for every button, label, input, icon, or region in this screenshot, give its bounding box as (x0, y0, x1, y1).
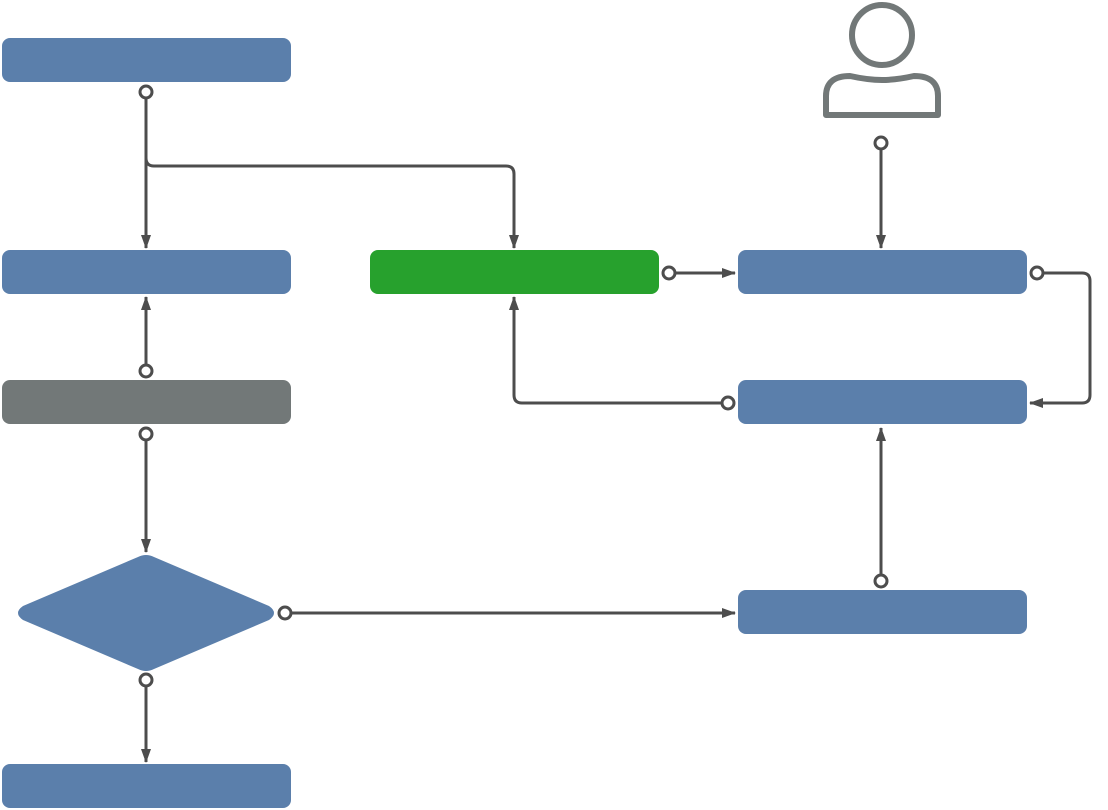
node-n1 (2, 38, 291, 82)
node-n7 (738, 250, 1027, 294)
port-n1-bottom (138, 84, 154, 100)
node-n5 (2, 764, 291, 808)
port-n4-bottom (138, 672, 154, 688)
port-n3-bottom (138, 426, 154, 442)
node-n4 (18, 555, 274, 671)
user-icon (823, 2, 941, 118)
node-n3 (2, 380, 291, 424)
edge-n1-to-n6 (144, 92, 519, 249)
port-n4-right (277, 605, 293, 621)
node-n6 (370, 250, 659, 294)
node-n9 (738, 590, 1027, 634)
node-n2 (2, 250, 291, 294)
port-n8-left (720, 395, 736, 411)
port-n6-right (661, 265, 677, 281)
port-n3-top (138, 363, 154, 379)
edge-n7-to-n8 (1029, 271, 1092, 408)
port-n7-right (1029, 265, 1045, 281)
port-n9-top (873, 573, 889, 589)
node-n8 (738, 380, 1027, 424)
port-user-bottom (873, 135, 889, 151)
edge-n8-to-n6 (509, 296, 728, 405)
